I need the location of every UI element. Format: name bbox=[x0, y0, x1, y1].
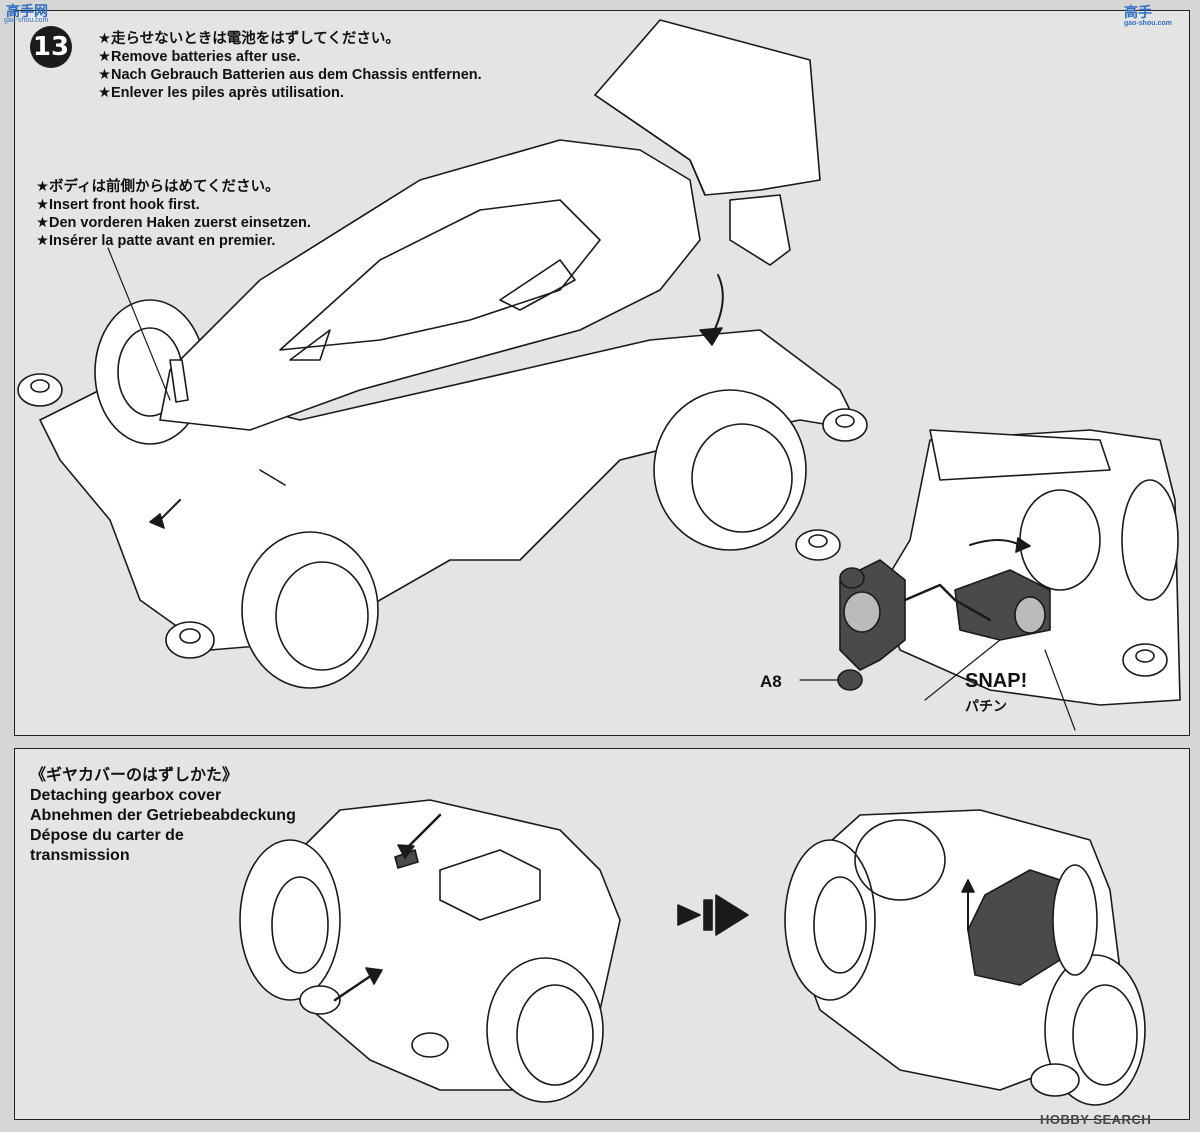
watermark-logo-top-left: 高手网 gao-shou.com bbox=[0, 0, 72, 28]
snap-label-jp: パチン bbox=[965, 698, 1007, 714]
watermark-subtext-right: gao-shou.com bbox=[1124, 20, 1172, 27]
next-step-arrow-icon bbox=[677, 894, 749, 936]
gearbox-car-after-drawing bbox=[784, 809, 1146, 1106]
inset-rear-wing bbox=[929, 429, 1111, 481]
note-line-jp: ★走らせないときは電池をはずしてください。 bbox=[98, 31, 400, 47]
note-line-en: ★Insert front hook first. bbox=[36, 197, 200, 213]
watermark-text-right: 高手 bbox=[1124, 4, 1152, 20]
gearbox-cover-part bbox=[967, 869, 1061, 986]
note-line-de: ★Nach Gebrauch Batterien aus dem Chassis… bbox=[98, 67, 482, 83]
part-label-a8: A8 bbox=[760, 672, 782, 691]
title-line-de: Abnehmen der Getriebeabdeckung bbox=[30, 807, 296, 824]
inset-car-rear-drawing bbox=[795, 429, 1181, 731]
title-line-jp: 《ギヤカバーのはずしかた》 bbox=[30, 767, 239, 784]
roller bbox=[411, 1032, 449, 1058]
arrow-icon bbox=[961, 879, 975, 893]
part-a8-drawing bbox=[837, 559, 906, 691]
note-line-fr: ★Insérer la patte avant en premier. bbox=[36, 233, 276, 249]
arrow-icon bbox=[149, 513, 165, 529]
gearbox-car-before-drawing bbox=[239, 799, 621, 1103]
snap-label: SNAP! bbox=[965, 670, 1028, 692]
front-hook-post bbox=[169, 359, 189, 403]
arrow-icon bbox=[365, 967, 383, 985]
step-number: 13 bbox=[32, 32, 70, 62]
step-number-badge: 13 bbox=[30, 26, 72, 68]
roller bbox=[299, 985, 341, 1015]
arrow-icon bbox=[397, 844, 415, 859]
watermark-logo-top-right: 高手 gao-shou.com bbox=[1124, 2, 1172, 27]
installed-part-drawing bbox=[954, 569, 1051, 641]
front-hook-note: ★ボディは前側からはめてください。 ★Insert front hook fir… bbox=[36, 178, 311, 250]
watermark-subtext: gao-shou.com bbox=[4, 17, 49, 24]
body-shell bbox=[159, 139, 701, 431]
roller bbox=[1030, 1063, 1080, 1097]
arrow-icon bbox=[1015, 537, 1031, 553]
title-line-fr-1: Dépose du carter de bbox=[30, 827, 184, 844]
watermark-bottom-right: HOBBY SEARCH bbox=[1040, 1112, 1152, 1127]
note-line-de: ★Den vorderen Haken zuerst einsetzen. bbox=[36, 215, 311, 231]
note-line-en: ★Remove batteries after use. bbox=[98, 49, 301, 65]
arrow-icon bbox=[699, 327, 723, 346]
title-line-en: Detaching gearbox cover bbox=[30, 787, 222, 804]
battery-removal-note: ★走らせないときは電池をはずしてください。 ★Remove batteries … bbox=[98, 30, 482, 102]
note-line-jp: ★ボディは前側からはめてください。 bbox=[36, 179, 280, 195]
main-car-chassis-drawing bbox=[17, 19, 868, 689]
title-line-fr-2: transmission bbox=[30, 847, 130, 864]
watermark-text: 高手网 bbox=[6, 3, 48, 19]
note-line-fr: ★Enlever les piles après utilisation. bbox=[98, 85, 344, 101]
gearbox-cover-title: 《ギヤカバーのはずしかた》 Detaching gearbox cover Ab… bbox=[30, 766, 296, 866]
